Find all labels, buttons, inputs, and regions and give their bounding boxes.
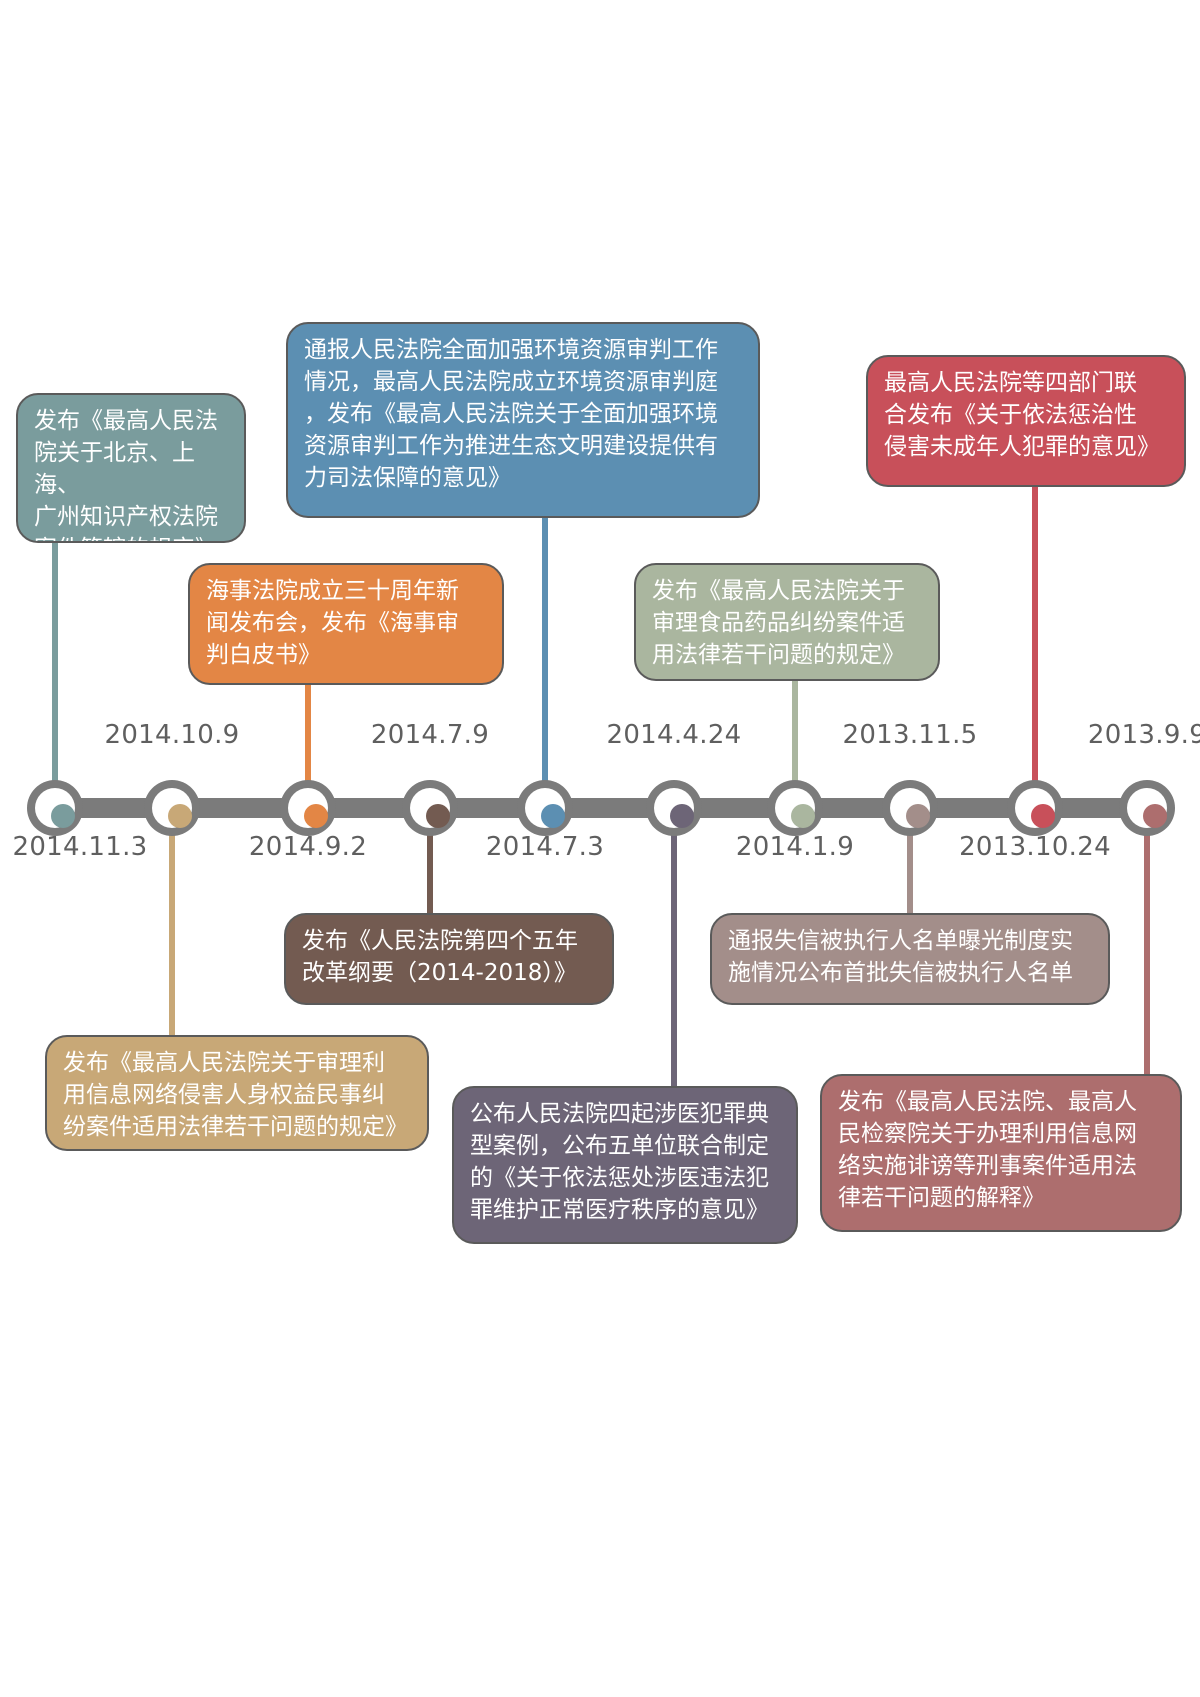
timeline-node — [1119, 780, 1175, 836]
timeline-node — [402, 780, 458, 836]
connector-line — [169, 808, 175, 1035]
event-box: 发布《人民法院第四个五年 改革纲要（2014-2018）》 — [284, 913, 614, 1005]
event-box: 公布人民法院四起涉医犯罪典 型案例，公布五单位联合制定 的《关于依法惩处涉医违法… — [452, 1086, 798, 1244]
connector-line — [792, 681, 798, 808]
node-dot — [168, 804, 192, 828]
event-box: 发布《最高人民法 院关于北京、上海、 广州知识产权法院 案件管辖的规定》 — [16, 393, 246, 543]
timeline-node — [280, 780, 336, 836]
event-date: 2014.4.24 — [606, 720, 742, 750]
event-box: 通报人民法院全面加强环境资源审判工作 情况，最高人民法院成立环境资源审判庭 ，发… — [286, 322, 760, 518]
connector-line — [305, 685, 311, 808]
node-dot — [304, 804, 328, 828]
connector-line — [671, 808, 677, 1086]
timeline-axis — [48, 798, 1158, 818]
event-date: 2014.7.3 — [485, 832, 605, 862]
event-box: 发布《最高人民法院关于审理利 用信息网络侵害人身权益民事纠 纷案件适用法律若干问… — [45, 1035, 429, 1151]
connector-line — [1032, 487, 1038, 808]
node-dot — [426, 804, 450, 828]
event-box: 发布《最高人民法院、最高人 民检察院关于办理利用信息网 络实施诽谤等刑事案件适用… — [820, 1074, 1182, 1232]
event-box: 海事法院成立三十周年新 闻发布会，发布《海事审 判白皮书》 — [188, 563, 504, 685]
node-dot — [906, 804, 930, 828]
timeline-node — [144, 780, 200, 836]
node-dot — [51, 804, 75, 828]
event-date: 2014.11.3 — [12, 832, 148, 862]
node-dot — [670, 804, 694, 828]
connector-line — [52, 543, 58, 808]
event-date: 2014.9.2 — [248, 832, 368, 862]
event-date: 2014.10.9 — [104, 720, 240, 750]
timeline-node — [517, 780, 573, 836]
timeline-node — [27, 780, 83, 836]
event-box: 最高人民法院等四部门联 合发布《关于依法惩治性 侵害未成年人犯罪的意见》 — [866, 355, 1186, 487]
node-dot — [791, 804, 815, 828]
connector-line — [427, 808, 433, 913]
connector-line — [1144, 808, 1150, 1074]
event-box: 通报失信被执行人名单曝光制度实 施情况公布首批失信被执行人名单 — [710, 913, 1110, 1005]
event-date: 2013.10.24 — [959, 832, 1111, 862]
node-dot — [1143, 804, 1167, 828]
event-box: 发布《最高人民法院关于 审理食品药品纠纷案件适 用法律若干问题的规定》 — [634, 563, 940, 681]
event-date: 2013.11.5 — [842, 720, 978, 750]
timeline-node — [767, 780, 823, 836]
node-dot — [541, 804, 565, 828]
connector-line — [542, 518, 548, 808]
event-date: 2014.7.9 — [370, 720, 490, 750]
connector-line — [907, 808, 913, 913]
timeline-node — [646, 780, 702, 836]
node-dot — [1031, 804, 1055, 828]
event-date: 2014.1.9 — [735, 832, 855, 862]
timeline-node — [1007, 780, 1063, 836]
timeline-node — [882, 780, 938, 836]
event-date: 2013.9.9 — [1087, 720, 1200, 750]
